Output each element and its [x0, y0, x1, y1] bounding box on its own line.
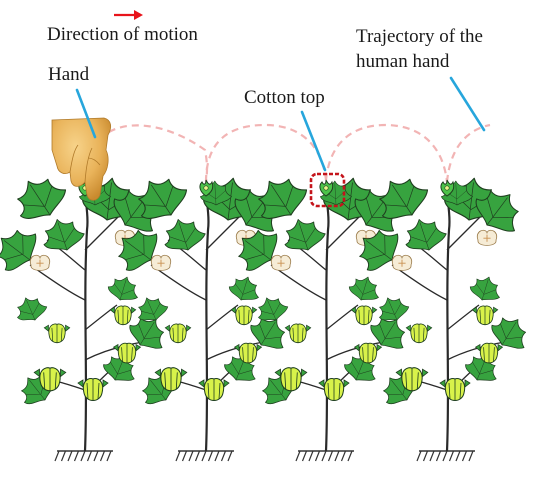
direction-arrow-icon [114, 10, 143, 20]
leaf [348, 276, 379, 301]
cotton-boll [164, 323, 192, 344]
cotton-boll [230, 305, 258, 326]
leaf [379, 297, 410, 321]
trajectory-leader-line [449, 76, 486, 132]
cotton-flower [391, 254, 413, 271]
cotton-flower [29, 254, 51, 271]
cotton-boll [109, 305, 137, 326]
leaf [441, 180, 473, 206]
trajectory-arc-4 [445, 123, 491, 183]
cotton-plant [238, 177, 406, 462]
trajectory-label-line-1: Trajectory of the [356, 26, 483, 47]
cotton-boll [198, 378, 230, 401]
cotton-boll [112, 342, 142, 364]
cotton-boll [77, 378, 109, 401]
cotton-boll [471, 305, 499, 326]
leaf [238, 229, 278, 271]
hand-leader-line [75, 88, 97, 139]
cotton-top [319, 179, 334, 197]
leaf [138, 297, 169, 321]
hand-icon [51, 117, 112, 201]
trajectory-arc-2 [204, 123, 328, 183]
cotton-top-highlight-box [309, 172, 346, 208]
cotton-boll [474, 342, 504, 364]
trajectory-arc-3 [324, 123, 449, 183]
trajectory-label: Trajectory of the human hand [356, 24, 483, 74]
leaf [379, 178, 429, 219]
cotton-boll [395, 367, 429, 392]
leader-lines [75, 76, 486, 172]
leaf [200, 180, 232, 206]
leaf [405, 219, 447, 251]
cotton-plant [0, 177, 165, 462]
leaf [17, 178, 67, 219]
leaf [43, 219, 85, 251]
leaf [475, 190, 519, 232]
leaf [118, 229, 158, 271]
trajectory-arc-1 [99, 124, 209, 183]
cotton-boll [318, 378, 350, 401]
cotton-boll [405, 323, 433, 344]
cotton-top [440, 179, 455, 197]
leaf [138, 178, 188, 219]
leaf [258, 297, 289, 321]
cotton-boll [233, 342, 263, 364]
cotton-boll [350, 305, 378, 326]
cotton-flower [150, 254, 172, 271]
leaf [284, 219, 326, 251]
cotton-boll [353, 342, 383, 364]
cotton-boll [439, 378, 471, 401]
leaf [17, 297, 48, 321]
cotton-top-label: Cotton top [244, 87, 325, 108]
cotton-plant [359, 177, 527, 462]
cotton-flower [270, 254, 292, 271]
leaf [107, 276, 138, 301]
cotton-plants [0, 177, 527, 462]
leaf [228, 276, 259, 301]
cotton-top [199, 179, 214, 197]
cotton-plant [118, 177, 286, 462]
cotton-boll [154, 367, 188, 392]
cotton-flower [476, 229, 498, 246]
leaf [491, 317, 527, 349]
cotton-boll [43, 323, 71, 344]
ground [54, 450, 113, 462]
cotton-boll [284, 323, 312, 344]
ground [416, 450, 475, 462]
ground [295, 450, 354, 462]
cotton-boll [274, 367, 308, 392]
leaf [258, 178, 308, 219]
leaf [469, 276, 500, 301]
cotton-top-leader-line [300, 110, 327, 172]
cotton-boll [33, 367, 67, 392]
hand-label: Hand [48, 64, 90, 85]
leaf [164, 219, 206, 251]
trajectory-label-line-2: human hand [356, 51, 450, 72]
leaf [250, 317, 286, 349]
ground [175, 450, 234, 462]
leaf [359, 229, 399, 271]
hand-trajectory [99, 123, 491, 183]
leaf [0, 229, 37, 271]
direction-label: Direction of motion [47, 24, 198, 45]
